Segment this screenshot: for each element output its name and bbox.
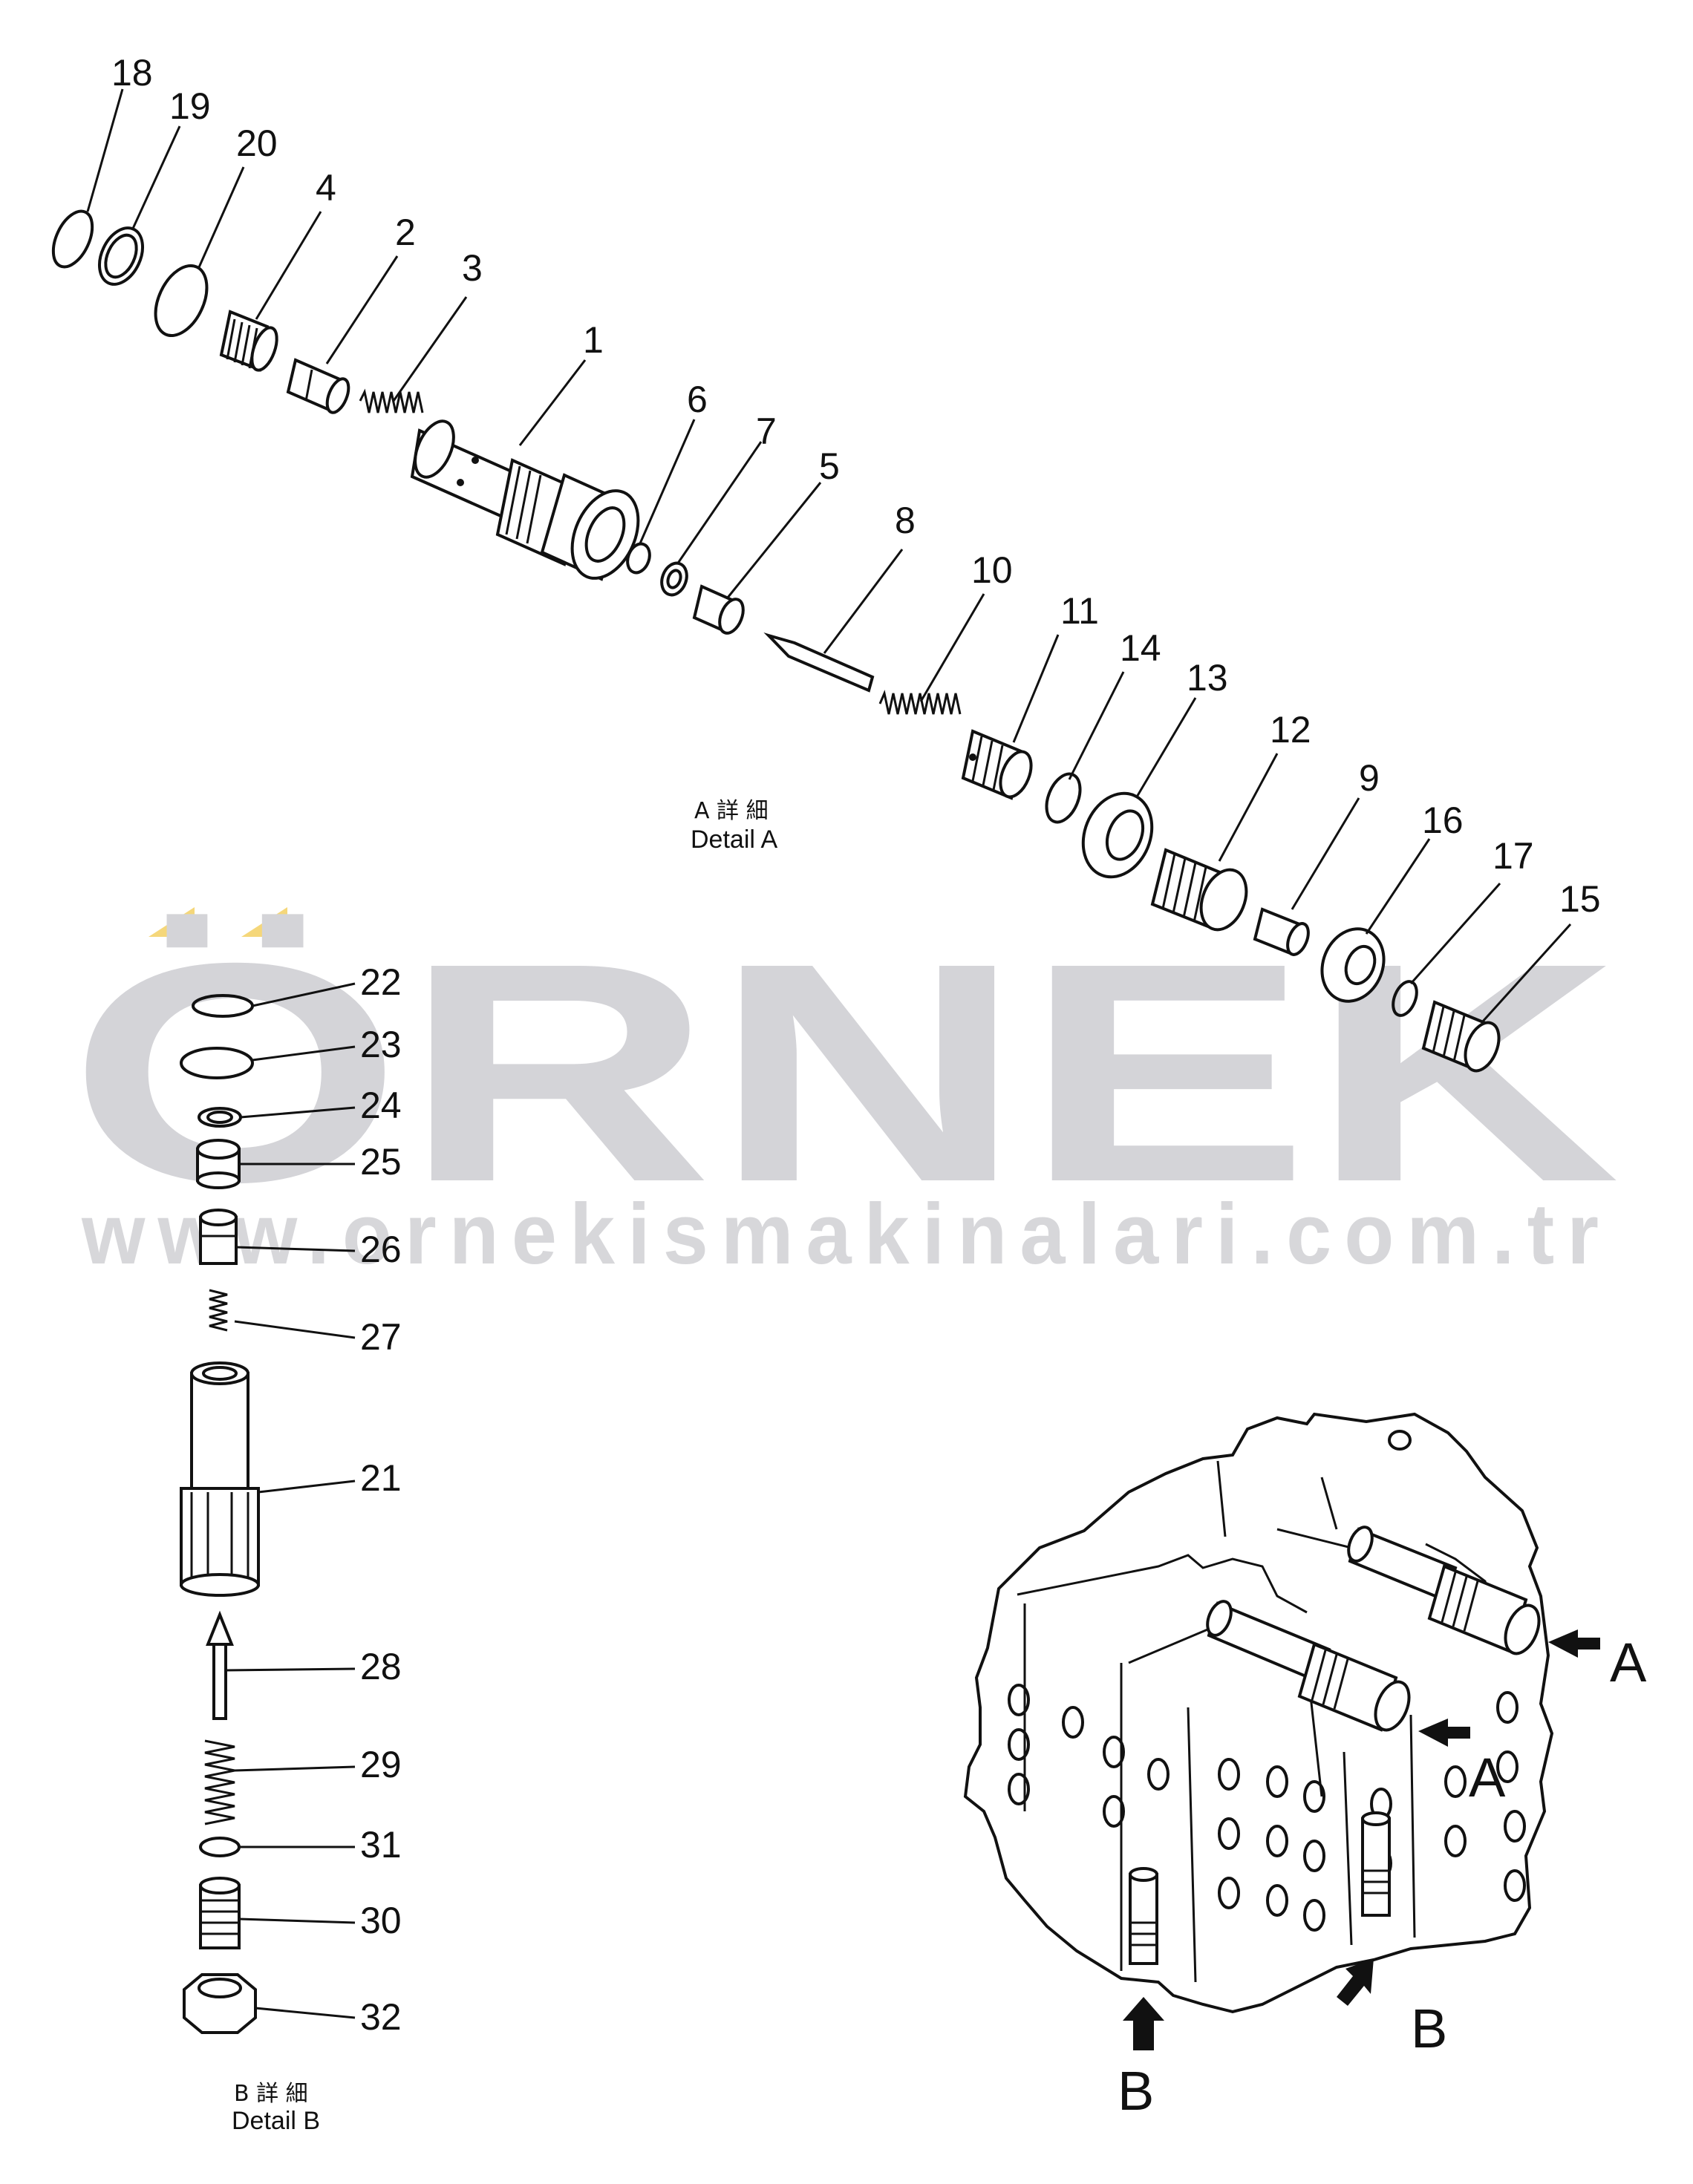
part-25-sleeve [196, 1139, 241, 1189]
part-32-locknut [183, 1973, 257, 2034]
relief-valve-a-upper [1347, 1526, 1541, 1655]
part-31-o-ring [199, 1837, 241, 1857]
detail-a-callouts: 18 19 20 4 2 3 1 6 7 5 8 10 11 14 13 12 … [111, 52, 1601, 920]
marker-b-right: B [1411, 1998, 1447, 2059]
callout-6: 6 [687, 379, 708, 420]
detail-a-exploded-view: 18 19 20 4 2 3 1 6 7 5 8 10 11 14 13 12 … [51, 52, 1601, 1073]
part-20-o-ring [154, 264, 209, 338]
callout-2: 2 [395, 212, 416, 253]
callout-16: 16 [1422, 800, 1464, 841]
detail-a-leaders [86, 88, 1572, 1024]
marker-a-upper: A [1610, 1632, 1647, 1693]
callout-28: 28 [360, 1646, 402, 1687]
callout-20: 20 [236, 122, 278, 164]
part-14-o-ring [1045, 772, 1082, 824]
callout-30: 30 [360, 1900, 402, 1941]
callout-21: 21 [360, 1457, 402, 1499]
relief-valve-a-lower [1206, 1600, 1411, 1732]
part-15-plug [1421, 1000, 1501, 1073]
relief-valve-b-left [1129, 1867, 1158, 1965]
detail-b-callouts: 22 23 24 25 26 27 21 28 29 31 30 32 [360, 961, 402, 2038]
callout-14: 14 [1120, 627, 1161, 669]
part-1-valve-body [410, 419, 640, 581]
watermark-accent-right [241, 907, 287, 937]
arrow-b-right-icon [1337, 1958, 1374, 2006]
callout-8: 8 [895, 500, 916, 541]
callout-4: 4 [316, 167, 336, 209]
valve-housing-outline [963, 1412, 1554, 2014]
relief-valve-b-right [1361, 1811, 1391, 1917]
view-markers: A A B B [1118, 1632, 1647, 2122]
watermark-url: www.ornekismakinalari.com.tr [81, 1186, 1611, 1282]
part-12-plug [1150, 848, 1248, 932]
detail-b-caption: Detail B [232, 2107, 320, 2135]
detail-a-caption: Detail A [691, 825, 777, 854]
callout-27: 27 [360, 1316, 402, 1358]
callout-23: 23 [360, 1024, 402, 1065]
callout-24: 24 [360, 1085, 402, 1126]
arrow-b-left-icon [1123, 1997, 1164, 2050]
part-16-nut [1320, 927, 1386, 1003]
part-26-piston [199, 1209, 238, 1265]
part-13-locknut [1081, 791, 1154, 879]
part-30-adjuster [199, 1877, 241, 1949]
part-4-plug [219, 310, 278, 372]
marker-b-left: B [1118, 2060, 1154, 2122]
arrow-a-lower-icon [1418, 1719, 1470, 1747]
callout-29: 29 [360, 1744, 402, 1785]
callout-17: 17 [1493, 835, 1534, 877]
part-3-spring [359, 388, 424, 413]
detail-b-exploded-view: 22 23 24 25 26 27 21 28 29 31 30 32 B 詳 … [180, 961, 402, 2135]
callout-15: 15 [1559, 878, 1601, 920]
watermark-accent-left [149, 907, 195, 937]
part-9-poppet [1253, 907, 1310, 956]
part-7-backup-ring [660, 561, 688, 597]
part-27-spring [209, 1289, 228, 1332]
callout-10: 10 [971, 549, 1013, 591]
callout-26: 26 [360, 1229, 402, 1270]
part-10-spring [878, 690, 962, 715]
callout-18: 18 [111, 52, 153, 94]
detail-a-caption-jp: A 詳 細 [694, 798, 769, 824]
callout-9: 9 [1359, 757, 1380, 799]
part-11-adjuster [961, 729, 1033, 800]
callout-32: 32 [360, 1996, 402, 2038]
callout-1: 1 [583, 319, 604, 361]
detail-b-caption-jp: B 詳 細 [234, 2081, 308, 2107]
part-6-o-ring [626, 542, 651, 575]
part-21-valve-body [180, 1361, 260, 1597]
part-28-needle [206, 1610, 234, 1720]
detail-b-leaders [225, 982, 356, 2019]
part-8-needle [763, 632, 875, 693]
marker-a-lower: A [1469, 1747, 1506, 1808]
part-18-o-ring [51, 209, 94, 269]
part-23-o-ring [180, 1047, 254, 1079]
arrow-a-upper-icon [1548, 1629, 1600, 1658]
callout-22: 22 [360, 961, 402, 1003]
callout-13: 13 [1187, 657, 1228, 699]
control-valve-assembly: A A B B [963, 1412, 1647, 2122]
watermark: ÖRNEK www.ornekismakinalari.com.tr [68, 899, 1620, 1282]
part-2-sleeve [286, 358, 350, 414]
view-arrows [1123, 1629, 1600, 2050]
callout-25: 25 [360, 1141, 402, 1183]
callout-19: 19 [169, 85, 211, 127]
callout-31: 31 [360, 1824, 402, 1866]
part-5-seat [692, 584, 745, 635]
callout-12: 12 [1270, 709, 1311, 751]
part-19-backup-ring [97, 226, 145, 286]
callout-5: 5 [819, 445, 840, 487]
part-29-spring [204, 1739, 235, 1825]
callout-3: 3 [462, 247, 483, 289]
callout-7: 7 [756, 411, 777, 452]
callout-11: 11 [1060, 590, 1099, 632]
